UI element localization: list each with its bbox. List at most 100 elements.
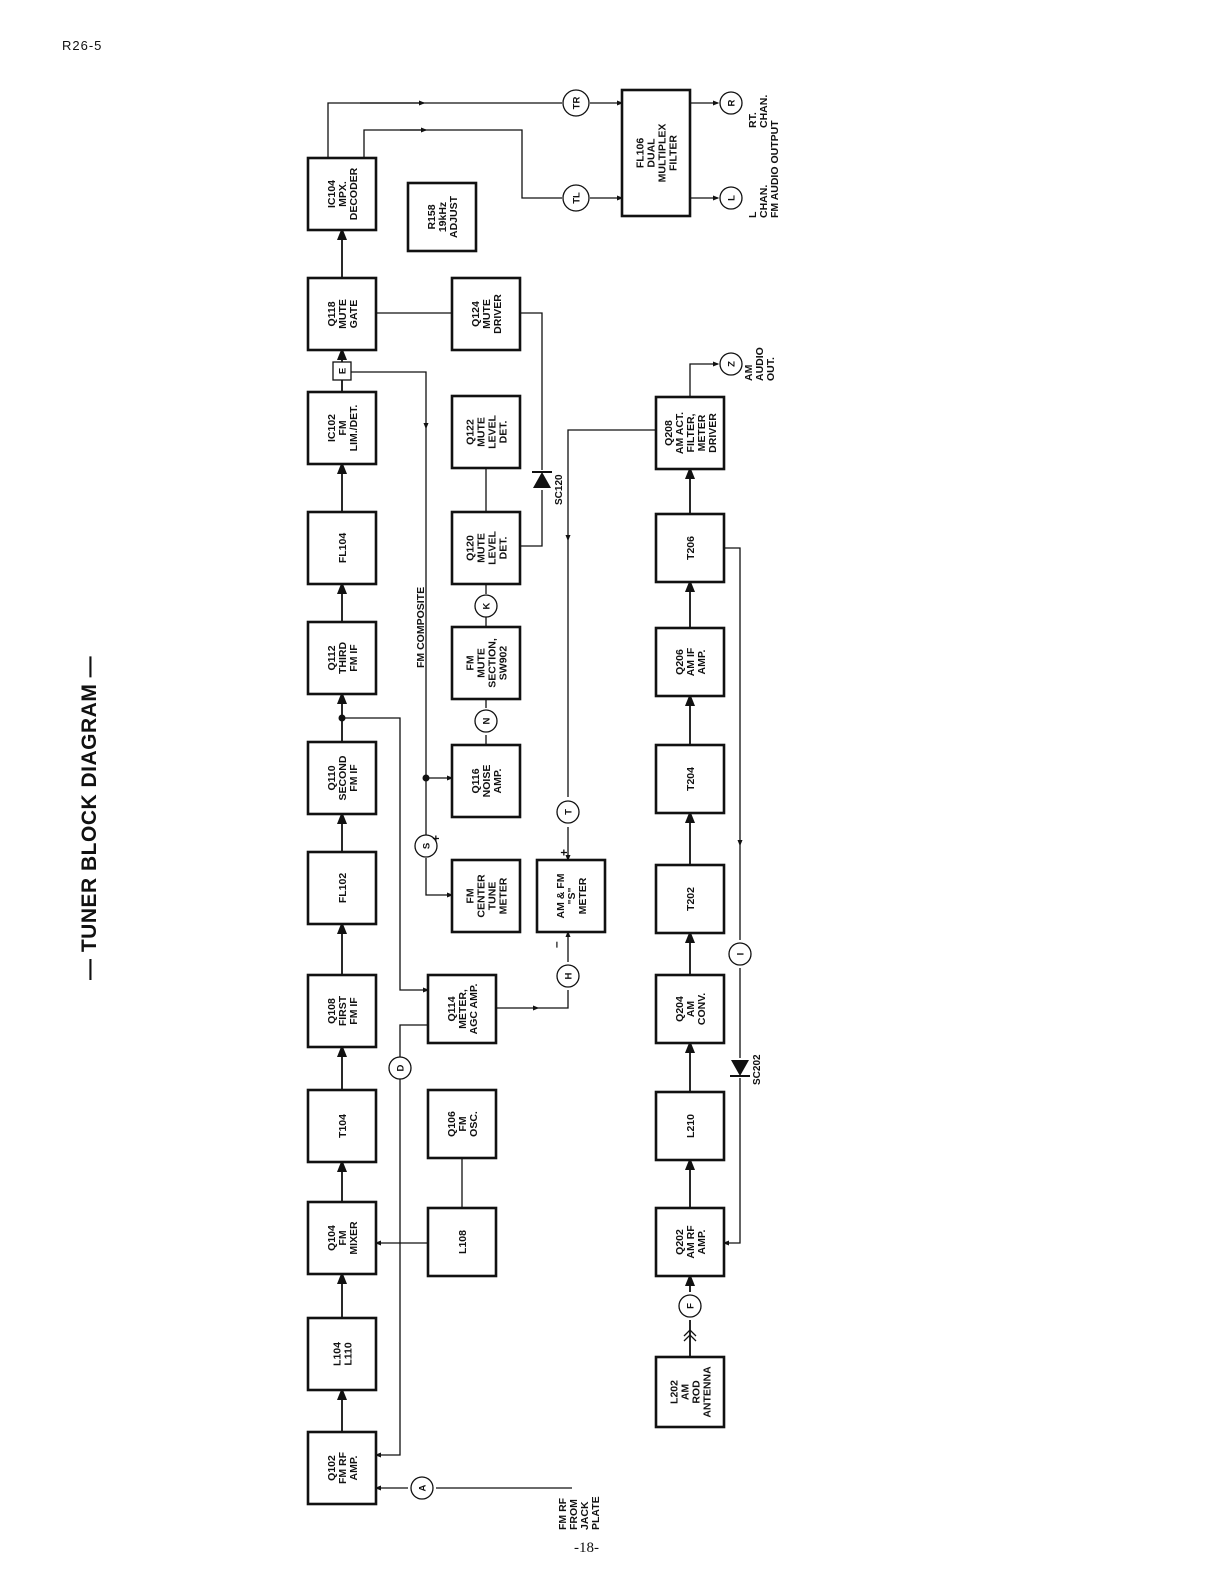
block-label-line: OSC. bbox=[468, 1111, 480, 1137]
fm-rf-input-label-line: PLATE bbox=[590, 1496, 602, 1530]
block-label-line: R158 bbox=[426, 204, 438, 229]
block-label-line: MUTE bbox=[337, 299, 349, 329]
block-frame bbox=[654, 395, 726, 471]
page-code: R26-5 bbox=[62, 38, 103, 53]
block-label: FL102 bbox=[337, 873, 349, 904]
block-frame bbox=[450, 625, 522, 701]
fm-audio-output-label-line: FM AUDIO OUTPUT bbox=[769, 120, 781, 218]
block-label-line: FL106 bbox=[635, 138, 647, 169]
plus-sign-fm-center: + bbox=[429, 835, 443, 842]
block-label: T204 bbox=[685, 767, 697, 791]
node-circle bbox=[728, 942, 752, 966]
am-audio-out-label-line: AUDIO bbox=[754, 347, 766, 381]
block-label-line: FILTER, bbox=[685, 413, 697, 452]
node-label: L bbox=[727, 195, 738, 201]
block-q108: Q108FIRSTFM IF bbox=[306, 973, 378, 1049]
block-label-line: AM bbox=[685, 1001, 697, 1018]
block-t202: T202 bbox=[654, 863, 726, 935]
chevron bbox=[683, 1329, 697, 1337]
block-fl106: FL106DUALMULTIPLEXFILTER bbox=[620, 88, 692, 218]
node-Z: Z bbox=[719, 352, 743, 376]
block-frame bbox=[426, 973, 498, 1045]
block-q112: Q112THIRDFM IF bbox=[306, 620, 378, 696]
block-label-line: CENTER bbox=[476, 874, 488, 918]
block-l210: L210 bbox=[654, 1090, 726, 1162]
block-label-line: AGC AMP. bbox=[468, 984, 480, 1035]
block-label: L202AMRODANTENNA bbox=[669, 1366, 714, 1418]
node-L: L bbox=[719, 186, 743, 210]
rt-chan-label-line: CHAN. bbox=[758, 95, 770, 128]
node-label: Z bbox=[727, 361, 738, 367]
block-smeter: AM & FM"S"METER bbox=[535, 858, 607, 934]
fm-audio-output-label: FM AUDIO OUTPUT bbox=[769, 120, 781, 218]
node-circle bbox=[414, 834, 438, 858]
sc120-label-line: SC120 bbox=[554, 474, 565, 505]
block-label-line: ROD bbox=[691, 1380, 703, 1404]
block-label: Q104FMMIXER bbox=[326, 1221, 360, 1255]
node-label: E bbox=[338, 368, 349, 374]
wire bbox=[724, 547, 743, 847]
block-label: R15819kHzADJUST bbox=[426, 195, 460, 238]
block-label-line: MPX. bbox=[337, 181, 349, 207]
block-label-line: Q122 bbox=[465, 419, 477, 445]
lt-chan-label: LCHAN. bbox=[747, 185, 770, 218]
block-frame bbox=[406, 181, 478, 253]
block-label-line: NOISE bbox=[481, 765, 493, 798]
block-label-line: ANTENNA bbox=[702, 1366, 714, 1418]
block-frame bbox=[306, 156, 378, 232]
block-label: IC104MPX.DECODER bbox=[326, 167, 360, 220]
block-label-line: Q120 bbox=[465, 535, 477, 561]
block-label-line: AM ACT. bbox=[674, 412, 686, 454]
block-frame bbox=[306, 1200, 378, 1276]
wire bbox=[722, 1078, 741, 1246]
node-label: I bbox=[736, 953, 747, 956]
minus-sign-s-meter-line: – bbox=[549, 941, 563, 948]
node-label: N bbox=[482, 717, 493, 724]
block-label-line: MUTE bbox=[476, 417, 488, 447]
block-l202: L202AMRODANTENNA bbox=[654, 1355, 726, 1429]
block-label-line: ADJUST bbox=[448, 195, 460, 238]
node-circle bbox=[719, 186, 743, 210]
node-A: A bbox=[410, 1476, 434, 1500]
wire bbox=[425, 858, 454, 898]
sc120-label: SC120 bbox=[554, 474, 565, 505]
plus-sign-s-meter: + bbox=[557, 849, 571, 856]
block-frame bbox=[450, 858, 522, 934]
block-label: IC102FMLIM./DET. bbox=[326, 405, 360, 452]
wire bbox=[689, 361, 720, 397]
node-label: TR bbox=[572, 97, 583, 110]
wire bbox=[374, 1024, 428, 1458]
node-label: T bbox=[564, 809, 575, 815]
plus-sign-fm-center-line: + bbox=[429, 835, 443, 842]
block-label-line: MUTE bbox=[481, 299, 493, 329]
node-D: D bbox=[388, 1056, 412, 1080]
am-audio-out-label-line: AM bbox=[743, 364, 755, 381]
block-label-line: DET. bbox=[498, 421, 510, 444]
block-label-line: AMP. bbox=[696, 649, 708, 674]
fm-composite-label: FM COMPOSITE bbox=[415, 587, 427, 668]
block-label: Q124MUTEDRIVER bbox=[470, 294, 504, 334]
block-label-line: DUAL bbox=[646, 138, 658, 168]
block-frame bbox=[306, 276, 378, 352]
wire bbox=[520, 312, 543, 470]
block-label: Q122MUTELEVELDET. bbox=[465, 414, 510, 448]
page-number: -18- bbox=[574, 1540, 599, 1556]
node-label: H bbox=[564, 972, 575, 979]
block-label: FMMUTESECTION,SW902 bbox=[465, 638, 510, 688]
block-label-line: AMP. bbox=[348, 1455, 360, 1480]
block-label-line: Q106 bbox=[446, 1111, 458, 1137]
block-label-line: Q114 bbox=[446, 996, 458, 1021]
node-circle bbox=[410, 1476, 434, 1500]
block-label-line: AM IF bbox=[685, 647, 697, 676]
block-label-line: AMP. bbox=[492, 768, 504, 793]
node-circle bbox=[556, 800, 580, 824]
wire bbox=[363, 129, 562, 199]
block-label-line: AM & FM bbox=[555, 873, 567, 918]
block-ic102: IC102FMLIM./DET. bbox=[306, 390, 378, 466]
block-frame bbox=[426, 1088, 498, 1160]
block-frame bbox=[306, 973, 378, 1049]
diode-body bbox=[731, 1060, 749, 1076]
block-label-line: LEVEL bbox=[487, 530, 499, 564]
block-frame bbox=[450, 394, 522, 470]
node-label: K bbox=[482, 602, 493, 609]
